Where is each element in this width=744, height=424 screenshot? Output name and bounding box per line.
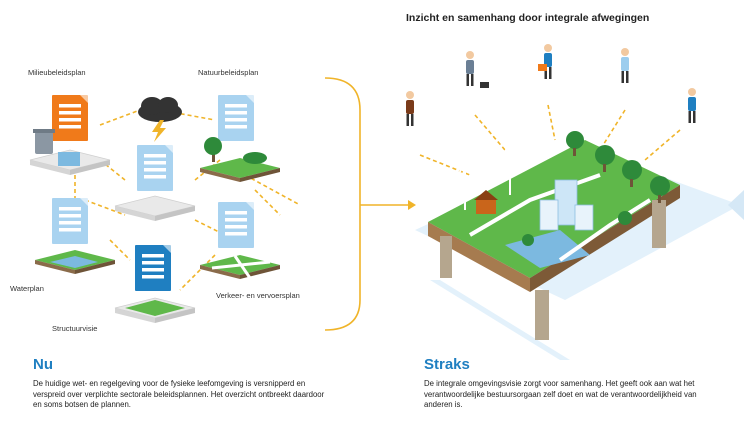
straks-description: De integrale omgevingsvisie zorgt voor s… xyxy=(424,379,697,409)
grouping-bracket xyxy=(324,77,361,331)
nu-title: Nu xyxy=(33,356,53,373)
house-icon xyxy=(474,190,498,214)
central-plan-node xyxy=(114,145,196,222)
nu-description: De huidige wet- en regelgeving voor de f… xyxy=(33,379,325,409)
tree-icon xyxy=(204,137,222,162)
city-buildings xyxy=(539,179,594,231)
label-natuurbeleidsplan: Natuurbeleidsplan xyxy=(198,68,259,77)
structuurvisie-node xyxy=(114,245,196,324)
storm-cloud-icon xyxy=(138,97,182,142)
straks-title: Straks xyxy=(424,356,470,373)
waterplan-node xyxy=(35,198,115,274)
label-waterplan: Waterplan xyxy=(10,284,44,293)
label-verkeersplan: Verkeer- en vervoersplan xyxy=(216,291,300,300)
milieubeleidsplan-node xyxy=(29,95,111,176)
label-structuurvisie: Structuurvisie xyxy=(52,324,98,333)
person-icon xyxy=(406,44,696,126)
arrow-head-icon xyxy=(408,200,416,210)
people-connection-lines xyxy=(419,104,681,176)
next-arrow-icon xyxy=(728,190,744,220)
verkeersplan-node xyxy=(200,202,280,279)
wind-turbine-icon xyxy=(449,114,531,210)
trash-bin-icon xyxy=(33,129,55,154)
natuurbeleidsplan-node xyxy=(200,95,280,182)
tree-icon xyxy=(522,131,670,246)
top-title: Inzicht en samenhang door integrale afwe… xyxy=(406,12,650,24)
label-milieubeleidsplan: Milieubeleidsplan xyxy=(28,68,86,77)
